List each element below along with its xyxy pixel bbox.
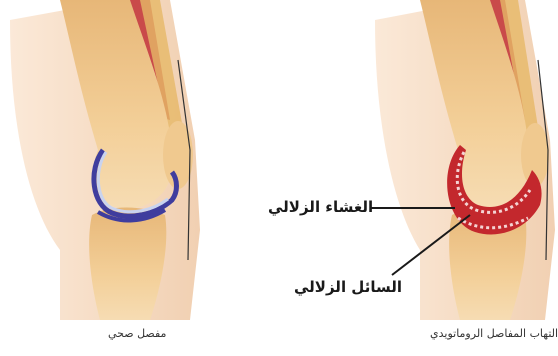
healthy-knee: [10, 0, 200, 320]
label-synovial-membrane: الغشاء الزلالي: [268, 198, 373, 216]
label-synovial-fluid: السائل الزلالي: [294, 278, 402, 296]
caption-rheumatoid-arthritis: التهاب المفاصل الروماتويدي: [430, 327, 558, 340]
healthy-tibia: [89, 208, 166, 321]
ra-knee: [375, 0, 555, 320]
caption-healthy-joint: مفصل صحي: [108, 327, 166, 340]
